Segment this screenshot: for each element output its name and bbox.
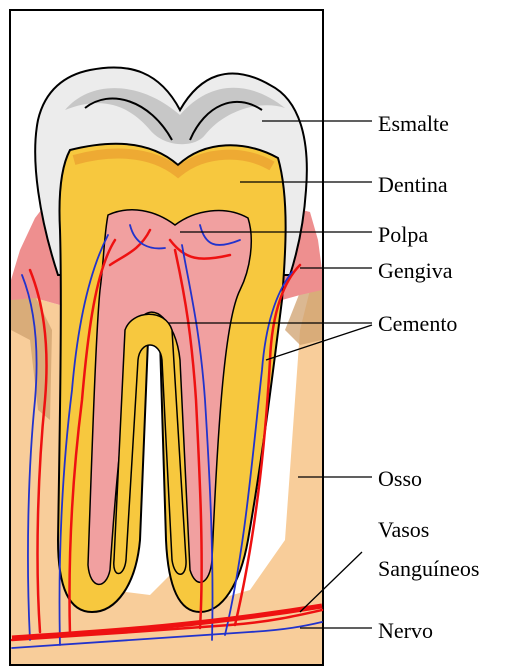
label-enamel: Esmalte xyxy=(378,111,449,137)
label-gum: Gengiva xyxy=(378,258,453,284)
label-bone: Osso xyxy=(378,466,422,492)
label-nerve: Nervo xyxy=(378,618,433,644)
label-vessels-line2: Sanguíneos xyxy=(378,556,479,582)
label-dentin: Dentina xyxy=(378,172,448,198)
label-vessels-line1: Vasos xyxy=(378,517,429,543)
label-cementum: Cemento xyxy=(378,311,457,337)
label-pulp: Polpa xyxy=(378,222,428,248)
